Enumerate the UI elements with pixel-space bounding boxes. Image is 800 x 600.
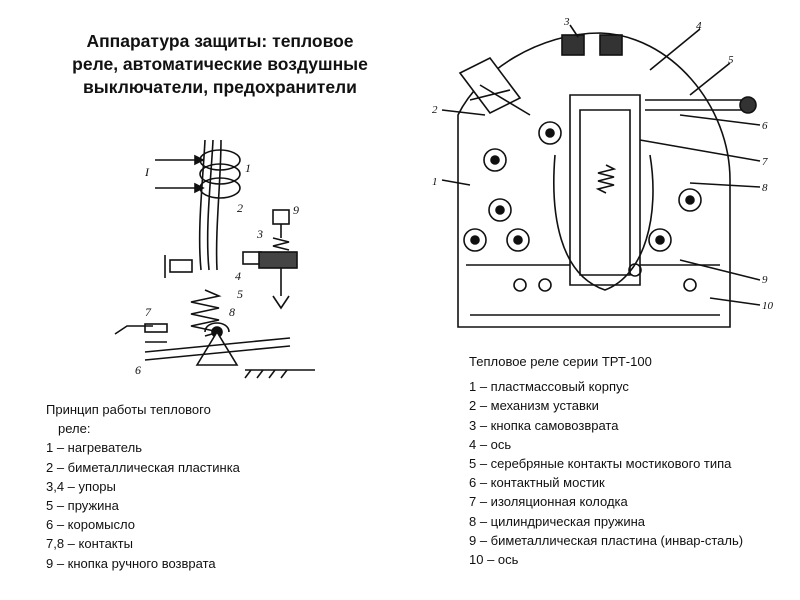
current-label: I <box>144 165 150 179</box>
label-7: 7 <box>145 305 152 319</box>
label-10: 10 <box>762 300 774 312</box>
legend-heading: Тепловое реле серии ТРТ-100 <box>469 354 652 369</box>
legend-item: 10 – ось <box>469 552 519 568</box>
label-5: 5 <box>728 54 734 66</box>
legend-item: 1 – нагреватель <box>46 440 142 456</box>
legend-item: 9 – кнопка ручного возврата <box>46 555 216 571</box>
legend-item: 9 – биметаллическая пластина (инвар-стал… <box>469 532 744 548</box>
legend-item: 4 – ось <box>469 436 512 452</box>
legend-item: 7 – изоляционная колодка <box>469 494 628 510</box>
label-6: 6 <box>135 363 141 377</box>
title-line-3: выключатели, предохранители <box>83 77 357 97</box>
legend-item: 3 – кнопка самовозврата <box>469 417 619 433</box>
trt100-relay-diagram: 1 2 3 4 5 6 7 8 9 10 <box>432 16 774 328</box>
label-9: 9 <box>762 274 768 286</box>
label-1: 1 <box>432 176 438 188</box>
label-1: 1 <box>245 161 251 175</box>
legend-item: 2 – механизм уставки <box>469 398 599 414</box>
legend-heading-cont: реле: <box>58 421 91 437</box>
label-7: 7 <box>762 156 768 168</box>
label-2: 2 <box>432 104 438 116</box>
title-line-1: Аппаратура защиты: тепловое <box>86 31 354 51</box>
legend-item: 5 – серебряные контакты мостикового типа <box>469 456 732 472</box>
label-8: 8 <box>229 305 235 319</box>
label-4: 4 <box>235 269 241 283</box>
label-4: 4 <box>696 20 702 32</box>
label-2: 2 <box>237 201 243 215</box>
legend-item: 1 – пластмассовый корпус <box>469 379 629 395</box>
legend-item: 7,8 – контакты <box>46 536 133 552</box>
principle-legend: Принцип работы теплового реле: 1 – нагре… <box>46 400 376 573</box>
legend-item: 2 – биметаллическая пластинка <box>46 459 240 475</box>
legend-item: 5 – пружина <box>46 498 119 514</box>
label-6: 6 <box>762 120 768 132</box>
trt100-legend: Тепловое реле серии ТРТ-100 1 – пластмас… <box>469 352 789 569</box>
thermal-relay-principle-diagram: I 1 2 3 4 5 6 7 8 9 <box>114 139 315 379</box>
title-line-2: реле, автоматические воздушные <box>72 54 368 74</box>
label-8: 8 <box>762 182 768 194</box>
label-5: 5 <box>237 287 243 301</box>
label-3: 3 <box>256 227 263 241</box>
label-9: 9 <box>293 203 299 217</box>
slide-title: Аппаратура защиты: тепловое реле, автома… <box>40 30 400 99</box>
label-3: 3 <box>563 16 570 28</box>
legend-item: 6 – контактный мостик <box>469 475 605 491</box>
legend-item: 6 – коромысло <box>46 517 135 533</box>
legend-item: 8 – цилиндрическая пружина <box>469 513 645 529</box>
legend-item: 3,4 – упоры <box>46 478 116 494</box>
legend-heading: Принцип работы теплового <box>46 402 211 417</box>
